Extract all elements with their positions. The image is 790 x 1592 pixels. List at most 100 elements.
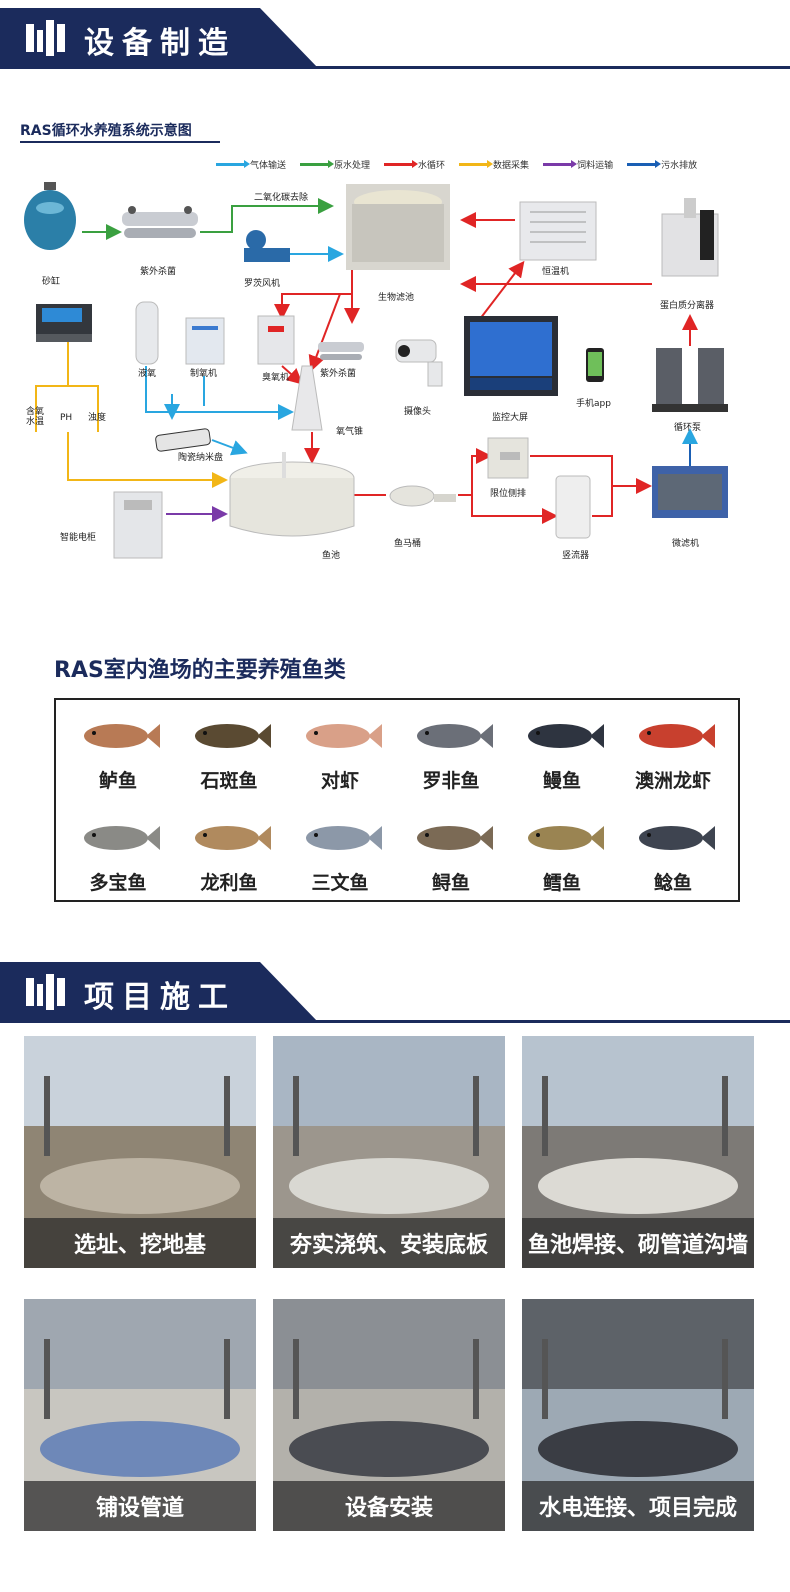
uv-sterilizer-2-icon	[318, 342, 364, 360]
legend-item: 水循环	[384, 158, 445, 171]
legend-swatch	[300, 160, 335, 168]
label-bio-filter: 生物滤池	[378, 291, 414, 303]
protein-skimmer-icon	[661, 198, 719, 277]
label-oxygen-generator: 制氧机	[190, 367, 217, 379]
fish-icon	[306, 826, 382, 850]
project-photo: 选址、挖地基	[24, 1036, 256, 1268]
label-limit-drain: 限位侧排	[490, 487, 526, 499]
project-photo: 设备安装	[273, 1299, 505, 1531]
label-fish-pond: 鱼池	[322, 549, 340, 561]
label-oxygen-cone: 氧气锥	[336, 425, 363, 437]
project-photo: 铺设管道	[24, 1299, 256, 1531]
label-sand-tank: 砂缸	[42, 275, 60, 287]
legend-item: 原水处理	[300, 158, 370, 171]
label-protein-skimmer: 蛋白质分离器	[660, 299, 714, 311]
fish-grid: 鲈鱼石斑鱼对虾罗非鱼鳗鱼澳洲龙虾多宝鱼龙利鱼三文鱼鲟鱼鳕鱼鲶鱼	[54, 698, 740, 902]
fish-name: 石斑鱼	[200, 770, 258, 792]
project-photo: 夯实浇筑、安装底板	[273, 1036, 505, 1268]
fish-icon	[639, 724, 715, 748]
roots-blower-icon	[244, 230, 290, 262]
bio-filter-icon	[346, 184, 450, 270]
banner-underline	[0, 66, 790, 69]
section-banner-equipment: 设备制造	[0, 8, 790, 70]
legend-item: 数据采集	[459, 158, 529, 171]
label-camera: 摄像头	[404, 405, 431, 417]
section-banner-project: 项目施工	[0, 962, 790, 1024]
legend-swatch	[459, 160, 494, 168]
legend-label: 饲料运输	[577, 161, 614, 171]
legend-item: 污水排放	[627, 158, 697, 171]
fish-icon	[528, 826, 604, 850]
label-roots-blower: 罗茨风机	[244, 277, 280, 289]
monitor-screen-icon	[464, 316, 558, 396]
fish-item: 罗非鱼	[397, 704, 505, 800]
label-ozone-machine: 臭氧机	[262, 371, 289, 383]
fish-name: 对虾	[320, 770, 359, 792]
fish-item: 鳗鱼	[508, 704, 616, 800]
fish-name: 三文鱼	[311, 872, 369, 894]
label-thermostat: 恒温机	[542, 265, 569, 277]
fish-pond-icon	[229, 452, 355, 537]
label-mobile-app: 手机app	[576, 397, 611, 409]
legend-item: 饲料运输	[543, 158, 613, 171]
label-smart-cabinet: 智能电柜	[60, 531, 96, 543]
smart-cabinet-icon	[113, 491, 163, 559]
diagram-legend: 气体输送 原水处理 水循环 数据采集 饲料运输 污水排放	[216, 158, 697, 171]
fish-item: 三文鱼	[286, 806, 394, 902]
label-circulation-pump: 循环泵	[674, 421, 701, 433]
fish-item: 龙利鱼	[175, 806, 283, 902]
fish-icon	[195, 826, 271, 850]
fish-name: 鳗鱼	[542, 770, 581, 792]
ozone-machine-icon	[257, 315, 295, 365]
legend-label: 水循环	[418, 161, 446, 171]
legend-label: 气体输送	[250, 161, 287, 171]
uv-sterilizer-icon	[122, 206, 198, 238]
ceramic-disc-icon	[155, 428, 211, 452]
fish-icon	[417, 724, 493, 748]
mobile-phone-icon	[586, 348, 604, 382]
fish-icon	[639, 826, 715, 850]
limit-drain-icon	[487, 437, 529, 479]
section-title: 项目施工	[84, 980, 236, 1015]
thermostat-icon	[519, 201, 597, 261]
project-photo-caption: 鱼池焊接、砌管道沟墙	[522, 1218, 754, 1268]
vertical-flow-icon	[555, 475, 591, 539]
project-photo-caption: 夯实浇筑、安装底板	[273, 1218, 505, 1268]
label-monitor-screen: 监控大屏	[492, 411, 528, 423]
label-ph: PH	[60, 413, 72, 423]
label-co2-removal: 二氧化碳去除	[254, 191, 308, 203]
fish-icon	[195, 724, 271, 748]
flow-lines	[35, 198, 698, 524]
fish-icon	[528, 724, 604, 748]
monitor-icon	[36, 304, 92, 342]
fish-name: 多宝鱼	[89, 872, 147, 894]
fish-item: 鲶鱼	[619, 806, 727, 902]
label-dissolved-oxygen: 含氧	[26, 405, 44, 417]
fish-item: 对虾	[286, 704, 394, 800]
label-turbidity: 浊度	[88, 411, 106, 423]
fish-section-title: RAS室内渔场的主要养殖鱼类	[54, 658, 346, 683]
fish-icon	[306, 724, 382, 748]
legend-swatch	[384, 160, 419, 168]
fish-item: 鲟鱼	[397, 806, 505, 902]
project-photo-caption: 选址、挖地基	[24, 1218, 256, 1268]
label-uv-sterilizer: 紫外杀菌	[140, 265, 176, 277]
fish-name: 鲟鱼	[431, 872, 470, 894]
legend-label: 数据采集	[493, 161, 530, 171]
oxygen-cone-icon	[291, 365, 323, 431]
liquid-oxygen-icon	[135, 301, 159, 365]
legend-item: 气体输送	[216, 158, 286, 171]
company-logo-icon	[26, 20, 65, 56]
fish-name: 龙利鱼	[200, 872, 258, 894]
fish-item: 石斑鱼	[175, 704, 283, 800]
legend-swatch	[627, 160, 662, 168]
fish-name: 鲶鱼	[653, 872, 692, 894]
legend-swatch	[543, 160, 578, 168]
section-title: 设备制造	[84, 26, 236, 61]
fish-icon	[84, 826, 160, 850]
fish-item: 多宝鱼	[64, 806, 172, 902]
fish-name: 澳洲龙虾	[634, 770, 711, 792]
diagram-title: RAS循环水养殖系统示意图	[20, 123, 192, 139]
project-photo: 鱼池焊接、砌管道沟墙	[522, 1036, 754, 1268]
project-photo-caption: 水电连接、项目完成	[522, 1481, 754, 1531]
